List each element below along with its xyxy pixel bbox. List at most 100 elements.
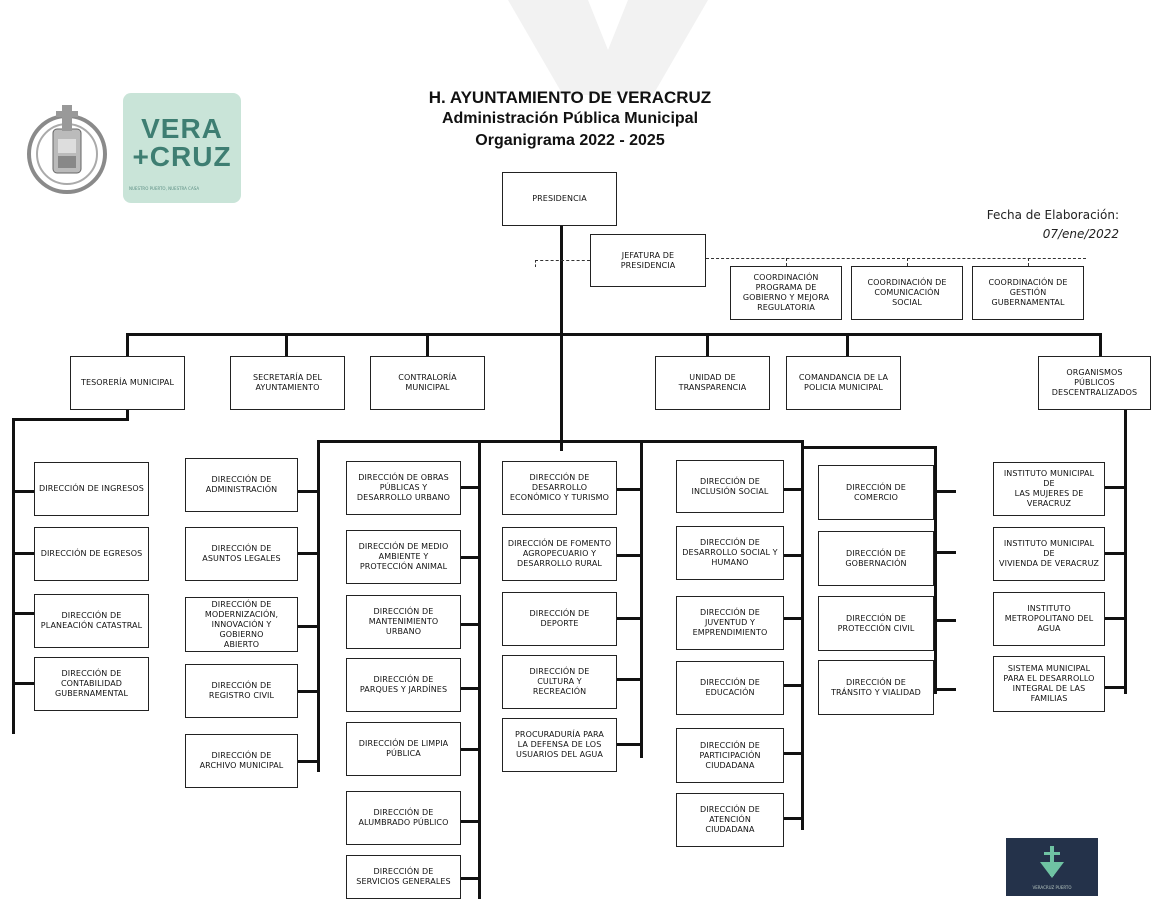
- connector: [706, 333, 709, 356]
- direccion-inclusion-social-box[interactable]: DIRECCIÓN DE INCLUSIÓN SOCIAL: [676, 460, 784, 513]
- dashed-link: [535, 260, 536, 267]
- chart-title-line1: H. AYUNTAMIENTO DE VERACRUZ: [428, 88, 712, 107]
- procuraduria-usuarios-agua-box[interactable]: PROCURADURÍA PARA LA DEFENSA DE LOS USUA…: [502, 718, 617, 772]
- direccion-desarrollo-economico-box[interactable]: DIRECCIÓN DE DESARROLLO ECONÓMICO Y TURI…: [502, 461, 617, 515]
- dashed-link: [907, 258, 908, 266]
- presidencia-box[interactable]: PRESIDENCIA: [502, 172, 617, 226]
- connector: [784, 684, 804, 687]
- connector: [12, 418, 15, 734]
- connector: [285, 333, 288, 356]
- connector: [461, 623, 481, 626]
- coordinacion-gestion-gubernamental-box[interactable]: COORDINACIÓN DE GESTIÓN GUBERNAMENTAL: [972, 266, 1084, 320]
- connector: [934, 446, 937, 694]
- connector: [1105, 617, 1127, 620]
- direccion-deporte-box[interactable]: DIRECCIÓN DE DEPORTE: [502, 592, 617, 646]
- connector: [617, 488, 643, 491]
- tesoreria-municipal-box[interactable]: TESORERÍA MUNICIPAL: [70, 356, 185, 410]
- direccion-comercio-box[interactable]: DIRECCIÓN DE COMERCIO: [818, 465, 934, 520]
- direccion-administracion-box[interactable]: DIRECCIÓN DE ADMINISTRACIÓN: [185, 458, 298, 512]
- connector: [298, 625, 320, 628]
- logo-tagline: NUESTRO PUERTO, NUESTRA CASA: [129, 186, 200, 191]
- connector: [784, 488, 804, 491]
- connector: [12, 418, 129, 421]
- direccion-modernizacion-box[interactable]: DIRECCIÓN DE MODERNIZACIÓN, INNOVACIÓN Y…: [185, 597, 298, 652]
- direccion-archivo-municipal-box[interactable]: DIRECCIÓN DE ARCHIVO MUNICIPAL: [185, 734, 298, 788]
- fecha-label: Fecha de Elaboración:: [986, 208, 1119, 222]
- anchor-icon: [1040, 846, 1064, 878]
- connector: [298, 490, 320, 493]
- fecha-value: 07/ene/2022: [1042, 227, 1119, 241]
- jefatura-presidencia-box[interactable]: JEFATURA DE PRESIDENCIA: [590, 234, 706, 287]
- logo-text-vera: VERA: [141, 113, 223, 144]
- connector: [1105, 686, 1127, 689]
- direccion-planeacion-catastral-box[interactable]: DIRECCIÓN DE PLANEACIÓN CATASTRAL: [34, 594, 149, 648]
- instituto-metropolitano-agua-box[interactable]: INSTITUTO METROPOLITANO DEL AGUA: [993, 592, 1105, 646]
- direccion-educacion-box[interactable]: DIRECCIÓN DE EDUCACIÓN: [676, 661, 784, 715]
- connector: [126, 400, 129, 420]
- connector: [784, 617, 804, 620]
- connector: [317, 440, 320, 482]
- direccion-contabilidad-gubernamental-box[interactable]: DIRECCIÓN DE CONTABILIDAD GUBERNAMENTAL: [34, 657, 149, 711]
- connector: [12, 682, 34, 685]
- connector: [617, 743, 643, 746]
- connector: [461, 748, 481, 751]
- unidad-transparencia-box[interactable]: UNIDAD DE TRANSPARENCIA: [655, 356, 770, 410]
- direccion-participacion-ciudadana-box[interactable]: DIRECCIÓN DE PARTICIPACIÓN CIUDADANA: [676, 728, 784, 783]
- connector: [784, 752, 804, 755]
- organismos-descentralizados-box[interactable]: ORGANISMOS PÚBLICOS DESCENTRALIZADOS: [1038, 356, 1151, 410]
- direccion-cultura-recreacion-box[interactable]: DIRECCIÓN DE CULTURA Y RECREACIÓN: [502, 655, 617, 709]
- connector: [801, 446, 937, 449]
- direccion-gobernacion-box[interactable]: DIRECCIÓN DE GOBERNACIÓN: [818, 531, 934, 586]
- connector: [784, 817, 804, 820]
- chart-title-line3: Organigrama 2022 - 2025: [475, 132, 665, 149]
- connector: [617, 617, 643, 620]
- logo-text-cruz: +CRUZ: [132, 141, 232, 172]
- direccion-transito-vialidad-box[interactable]: DIRECCIÓN DE TRÁNSITO Y VIALIDAD: [818, 660, 934, 715]
- direccion-ingresos-box[interactable]: DIRECCIÓN DE INGRESOS: [34, 462, 149, 516]
- direccion-asuntos-legales-box[interactable]: DIRECCIÓN DE ASUNTOS LEGALES: [185, 527, 298, 581]
- connector: [846, 333, 849, 356]
- connector: [617, 554, 643, 557]
- sistema-dif-box[interactable]: SISTEMA MUNICIPAL PARA EL DESARROLLO INT…: [993, 656, 1105, 712]
- direccion-egresos-box[interactable]: DIRECCIÓN DE EGRESOS: [34, 527, 149, 581]
- contraloria-municipal-box[interactable]: CONTRALORÍA MUNICIPAL: [370, 356, 485, 410]
- connector: [298, 760, 320, 763]
- instituto-mujeres-box[interactable]: INSTITUTO MUNICIPAL DE LAS MUJERES DE VE…: [993, 462, 1105, 516]
- connector: [617, 678, 643, 681]
- direccion-desarrollo-social-box[interactable]: DIRECCIÓN DE DESARROLLO SOCIAL Y HUMANO: [676, 526, 784, 580]
- connector: [934, 490, 956, 493]
- connector: [461, 820, 481, 823]
- dashed-link: [535, 260, 590, 261]
- direccion-fomento-agropecuario-box[interactable]: DIRECCIÓN DE FOMENTO AGROPECUARIO Y DESA…: [502, 527, 617, 581]
- direccion-medio-ambiente-box[interactable]: DIRECCIÓN DE MEDIO AMBIENTE Y PROTECCIÓN…: [346, 530, 461, 584]
- watermark-logo: [508, 0, 708, 95]
- direccion-registro-civil-box[interactable]: DIRECCIÓN DE REGISTRO CIVIL: [185, 664, 298, 718]
- connector: [426, 333, 429, 356]
- connector: [461, 556, 481, 559]
- coordinacion-programa-gobierno-box[interactable]: COORDINACIÓN PROGRAMA DE GOBIERNO Y MEJO…: [730, 266, 842, 320]
- connector: [934, 551, 956, 554]
- direccion-mantenimiento-urbano-box[interactable]: DIRECCIÓN DE MANTENIMIENTO URBANO: [346, 595, 461, 649]
- direccion-servicios-generales-box[interactable]: DIRECCIÓN DE SERVICIOS GENERALES: [346, 855, 461, 899]
- connector: [478, 440, 481, 899]
- direccion-obras-publicas-box[interactable]: DIRECCIÓN DE OBRAS PÚBLICAS Y DESARROLLO…: [346, 461, 461, 515]
- connector: [298, 690, 320, 693]
- connector: [12, 612, 34, 615]
- direccion-limpia-publica-box[interactable]: DIRECCIÓN DE LIMPIA PÚBLICA: [346, 722, 461, 776]
- connector: [934, 688, 956, 691]
- secretaria-ayuntamiento-box[interactable]: SECRETARÍA DEL AYUNTAMIENTO: [230, 356, 345, 410]
- direccion-proteccion-civil-box[interactable]: DIRECCIÓN DE PROTECCIÓN CIVIL: [818, 596, 934, 651]
- direccion-juventud-box[interactable]: DIRECCIÓN DE JUVENTUD Y EMPRENDIMIENTO: [676, 596, 784, 650]
- corner-logo-caption: VERACRUZ PUERTO: [1032, 885, 1072, 890]
- connector: [12, 552, 34, 555]
- comandancia-policia-box[interactable]: COMANDANCIA DE LA POLICIA MUNICIPAL: [786, 356, 901, 410]
- direccion-alumbrado-publico-box[interactable]: DIRECCIÓN DE ALUMBRADO PÚBLICO: [346, 791, 461, 845]
- direccion-parques-jardines-box[interactable]: DIRECCIÓN DE PARQUES Y JARDÍNES: [346, 658, 461, 712]
- coordinacion-comunicacion-social-box[interactable]: COORDINACIÓN DE COMUNICACIÓN SOCIAL: [851, 266, 963, 320]
- connector: [461, 486, 481, 489]
- direccion-atencion-ciudadana-box[interactable]: DIRECCIÓN DE ATENCIÓN CIUDADANA: [676, 793, 784, 847]
- connector: [640, 440, 643, 758]
- level2-bar: [317, 440, 804, 443]
- instituto-vivienda-box[interactable]: INSTITUTO MUNICIPAL DE VIVIENDA DE VERAC…: [993, 527, 1105, 581]
